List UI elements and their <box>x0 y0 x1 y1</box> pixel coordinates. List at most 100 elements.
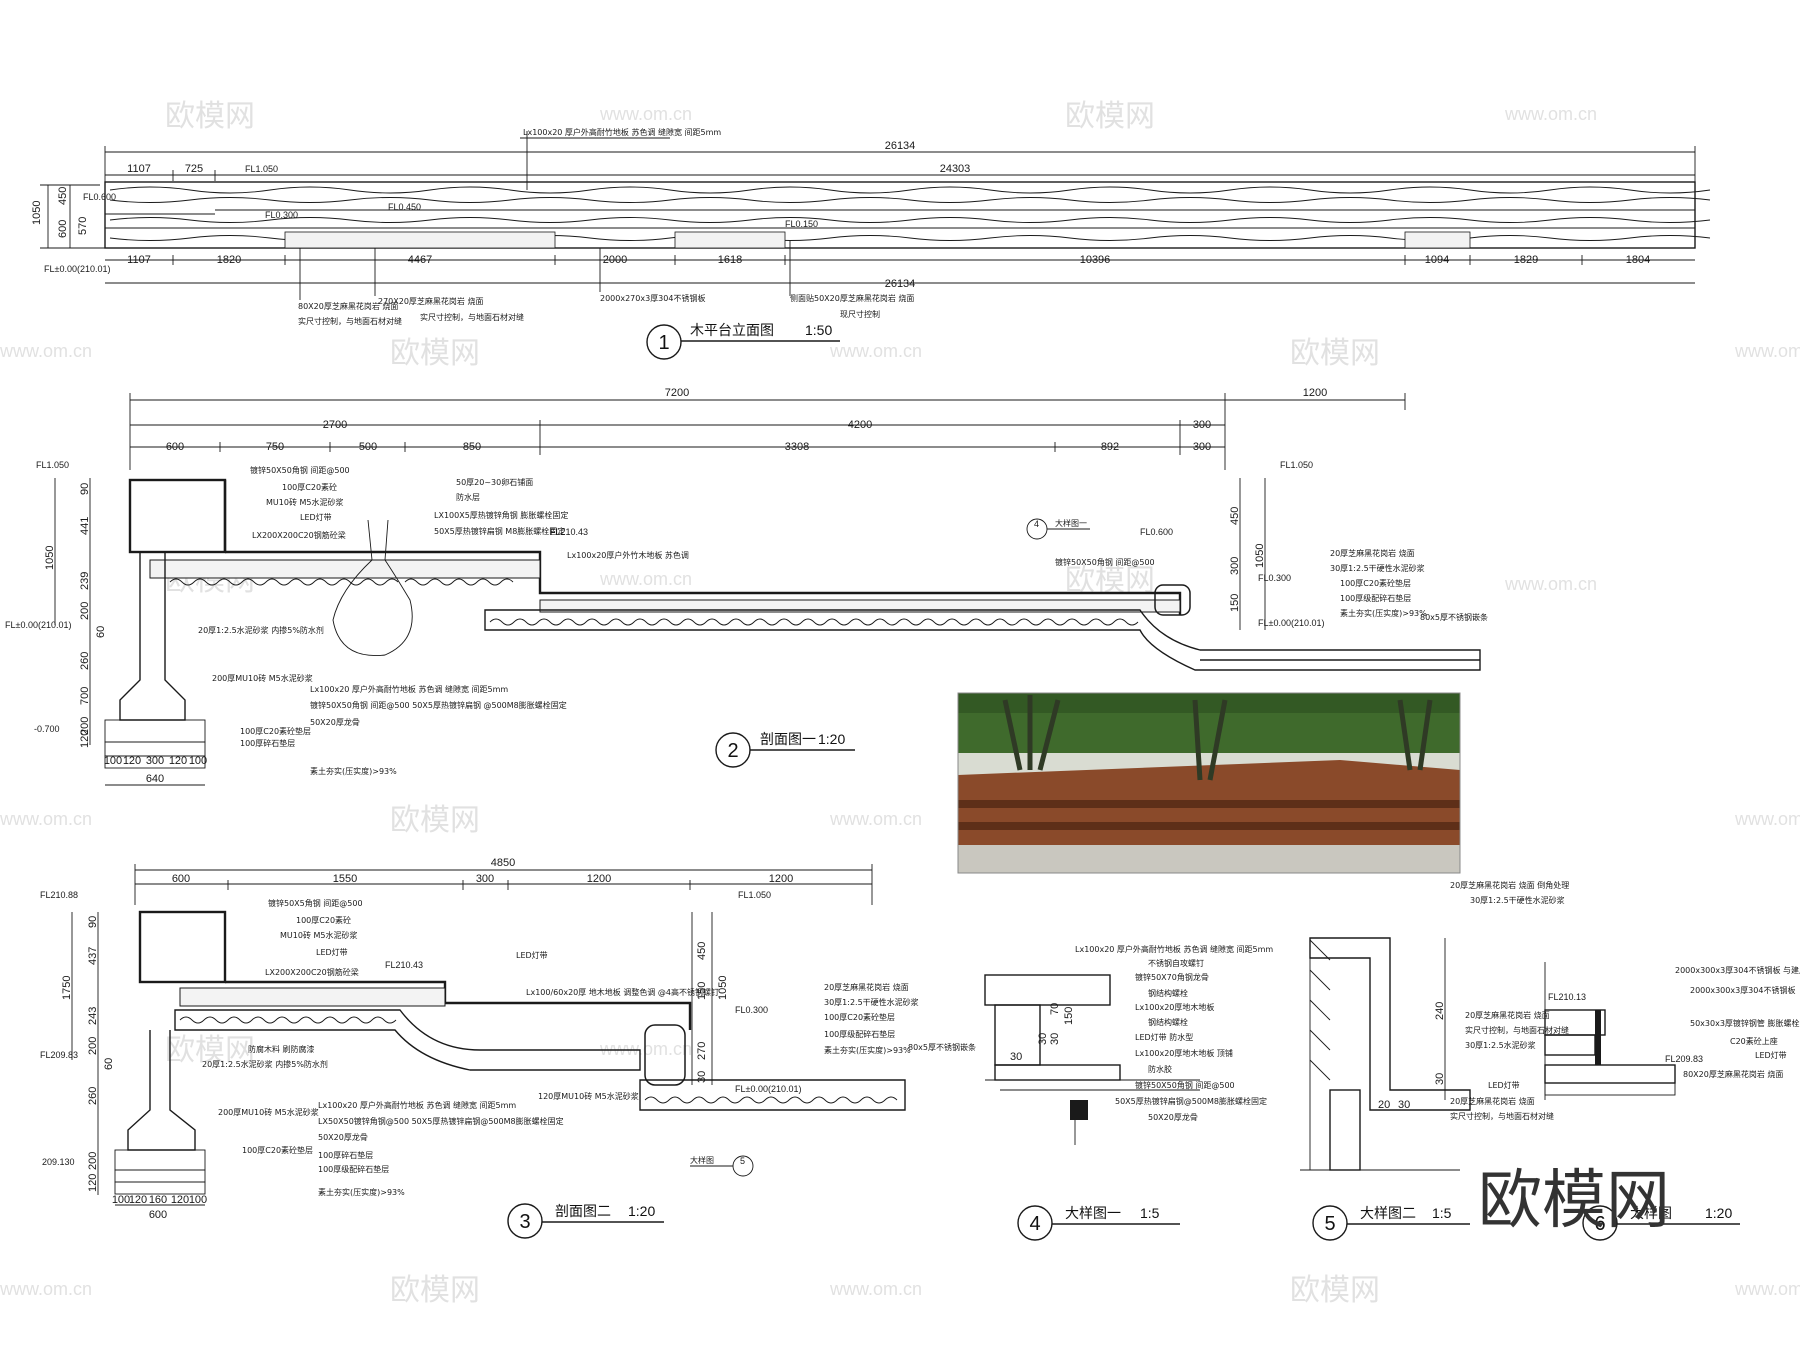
dim-ticks <box>172 255 1583 265</box>
dim-total: 4850 <box>491 857 515 869</box>
svg-text:20厚1:2.5水泥砂浆 内掺5%防水剂: 20厚1:2.5水泥砂浆 内掺5%防水剂 <box>198 625 324 635</box>
level-mark: FL0.150 <box>785 219 818 229</box>
dim-label: 700 <box>79 687 91 705</box>
svg-text:243: 243 <box>87 1007 99 1025</box>
svg-text:LED灯带: LED灯带 <box>1488 1080 1520 1090</box>
svg-text:防水层: 防水层 <box>456 492 480 502</box>
level-mark: 209.130 <box>42 1157 75 1167</box>
svg-text:素土夯实(压实度)>93%: 素土夯实(压实度)>93% <box>824 1045 911 1055</box>
dim-label: 100 <box>104 755 122 767</box>
svg-text:Lx100x20厚户外竹木地板 苏色调: Lx100x20厚户外竹木地板 苏色调 <box>567 550 689 560</box>
svg-text:50X20厚龙骨: 50X20厚龙骨 <box>318 1132 368 1142</box>
svg-text:Lx100x20 厚户外高耐竹地板 苏色调 缝隙宽 间距5m: Lx100x20 厚户外高耐竹地板 苏色调 缝隙宽 间距5mm <box>318 1100 516 1110</box>
notes-left: 镀锌50X50角钢 间距@500 100厚C20素砼 MU10砖 M5水泥砂浆 … <box>198 465 1488 776</box>
svg-text:1750: 1750 <box>61 976 73 1000</box>
svg-text:30: 30 <box>1398 1099 1410 1111</box>
svg-text:镀锌50X70角钢龙骨: 镀锌50X70角钢龙骨 <box>1135 972 1209 982</box>
svg-text:LED灯带: LED灯带 <box>316 947 348 957</box>
svg-text:100厚碎石垫层: 100厚碎石垫层 <box>240 738 295 748</box>
svg-text:1050: 1050 <box>717 976 729 1000</box>
dim-label: 90 <box>79 483 91 495</box>
svg-text:20厚芝麻黑花岗岩 烧面 倒角处理: 20厚芝麻黑花岗岩 烧面 倒角处理 <box>1450 880 1569 890</box>
svg-text:200厚MU10砖 M5水泥砂浆: 200厚MU10砖 M5水泥砂浆 <box>218 1107 319 1117</box>
dim-total-bottom: 26134 <box>885 278 916 290</box>
svg-text:镀锌50X50角钢 间距@500: 镀锌50X50角钢 间距@500 <box>250 465 350 475</box>
callout-label: 大样图一 <box>1055 518 1087 528</box>
svg-text:LED灯带: LED灯带 <box>1755 1050 1787 1060</box>
svg-text:LX200X200C20钢筋砼梁: LX200X200C20钢筋砼梁 <box>265 967 359 977</box>
dim-label: 1200 <box>587 873 611 885</box>
svg-text:Lx100x20厚地木地板 顶铺: Lx100x20厚地木地板 顶铺 <box>1135 1048 1233 1058</box>
svg-text:LED灯带: LED灯带 <box>300 512 332 522</box>
dim-label: 441 <box>79 517 91 535</box>
dim-total: 7200 <box>665 387 689 399</box>
dim-label: 1804 <box>1626 254 1650 266</box>
dim-label: 120 <box>171 1194 189 1206</box>
svg-text:2000x300x3厚304不锈钢板: 2000x300x3厚304不锈钢板 <box>1690 985 1795 995</box>
dim-label: 200 <box>79 602 91 620</box>
svg-text:80x5厚不锈钢嵌条: 80x5厚不锈钢嵌条 <box>908 1042 976 1052</box>
callout-label: 大样图 <box>690 1155 714 1165</box>
dim-label: 300 <box>146 755 164 767</box>
drawing-number: 5 <box>1324 1213 1335 1235</box>
dim-label: 600 <box>166 441 184 453</box>
dim-label: 1550 <box>333 873 357 885</box>
svg-text:30厚1:2.5干硬性水泥砂浆: 30厚1:2.5干硬性水泥砂浆 <box>824 997 919 1007</box>
dim-label: 1829 <box>1514 254 1538 266</box>
dim-label: 100 <box>112 1194 130 1206</box>
drawing-scale: 1:5 <box>1140 1205 1160 1221</box>
watermark-brand: 欧模网 <box>1065 99 1155 134</box>
dim-label: 120 <box>129 1194 147 1206</box>
dim-label: 1200 <box>1303 387 1327 399</box>
svg-text:200: 200 <box>87 1152 99 1170</box>
drawing-title: 大样图 <box>1630 1206 1672 1222</box>
photo-step1 <box>958 800 1460 808</box>
dim-label: 260 <box>79 652 91 670</box>
svg-text:60: 60 <box>103 1058 115 1070</box>
svg-text:LED灯带 防水型: LED灯带 防水型 <box>1135 1032 1193 1042</box>
dim-label: 1820 <box>217 254 241 266</box>
watermark-url: www.om.cn <box>599 569 692 589</box>
drawing-number: 6 <box>1594 1213 1605 1235</box>
svg-text:20厚芝麻黑花岗岩 烧面: 20厚芝麻黑花岗岩 烧面 <box>1450 1096 1535 1106</box>
svg-text:LX200X200C20钢筋砼梁: LX200X200C20钢筋砼梁 <box>252 530 346 540</box>
dim-label: 450 <box>57 187 69 205</box>
svg-text:LX50X50镀锌角钢@500 50X5厚热镀锌扁钢@500: LX50X50镀锌角钢@500 50X5厚热镀锌扁钢@500M8膨胀螺栓固定 <box>318 1116 564 1126</box>
svg-text:Lx100/60x20厚 地木地板 调整色调 @4高不锈钢螺: Lx100/60x20厚 地木地板 调整色调 @4高不锈钢螺钉 <box>526 987 719 997</box>
dim-label: 892 <box>1101 441 1119 453</box>
svg-text:MU10砖 M5水泥砂浆: MU10砖 M5水泥砂浆 <box>266 497 343 507</box>
svg-text:钢结构螺栓: 钢结构螺栓 <box>1148 1017 1188 1027</box>
svg-text:镀锌50X50角钢 间距@500 50X5厚热镀锌扁钢 @: 镀锌50X50角钢 间距@500 50X5厚热镀锌扁钢 @500M8膨胀螺栓固定 <box>310 700 567 710</box>
dim-bottom-total: 640 <box>146 773 164 785</box>
svg-text:150: 150 <box>1063 1007 1075 1025</box>
drawing-number-circle <box>1017 1205 1053 1241</box>
dim-total-top: 26134 <box>885 140 916 152</box>
watermark-url: www.om.cn <box>0 1279 92 1299</box>
svg-text:Lx100x20 厚户外高耐竹地板 苏色调 缝隙宽 间距: Lx100x20 厚户外高耐竹地板 苏色调 缝隙宽 间距5mm <box>1075 944 1273 954</box>
svg-text:MU10砖 M5水泥砂浆: MU10砖 M5水泥砂浆 <box>280 930 357 940</box>
dim-label: 450 <box>1229 507 1241 525</box>
svg-text:120: 120 <box>87 1174 99 1192</box>
svg-text:50X5厚热镀锌扁钢@500M8膨胀螺栓固定: 50X5厚热镀锌扁钢@500M8膨胀螺栓固定 <box>1115 1096 1267 1106</box>
dim-label: 1094 <box>1425 254 1449 266</box>
note: 实尺寸控制，与地面石材对缝 <box>298 316 402 326</box>
svg-text:30厚1:2.5干硬性水泥砂浆: 30厚1:2.5干硬性水泥砂浆 <box>1330 563 1425 573</box>
watermark-brand: 欧模网 <box>390 336 480 371</box>
level-mark: FL210.88 <box>40 890 78 900</box>
drawing-scale: 1:20 <box>1705 1205 1732 1221</box>
svg-text:200: 200 <box>87 1037 99 1055</box>
svg-text:C20素砼上座: C20素砼上座 <box>1730 1036 1778 1046</box>
dim-label: 120 <box>123 755 141 767</box>
level-mark: FL1.050 <box>245 164 278 174</box>
dim-bottom-total: 600 <box>149 1209 167 1221</box>
svg-text:150: 150 <box>696 982 708 1000</box>
notes-section-2: 镀锌50X5角钢 间距@500 100厚C20素砼 MU10砖 M5水泥砂浆 L… <box>202 898 976 1197</box>
photo-hedge-dark <box>958 693 1460 713</box>
svg-text:50X20厚龙骨: 50X20厚龙骨 <box>310 717 360 727</box>
level-mark: FL209.83 <box>1665 1054 1703 1064</box>
dim-label: 4200 <box>848 419 872 431</box>
dim-label: 300 <box>1193 419 1211 431</box>
drawing-number: 2 <box>727 740 738 762</box>
drawing-4-detail: 70 150 30 30 30 Lx100x20 厚户外高耐竹地板 苏色调 缝隙… <box>984 944 1273 1241</box>
dim-label: 600 <box>172 873 190 885</box>
